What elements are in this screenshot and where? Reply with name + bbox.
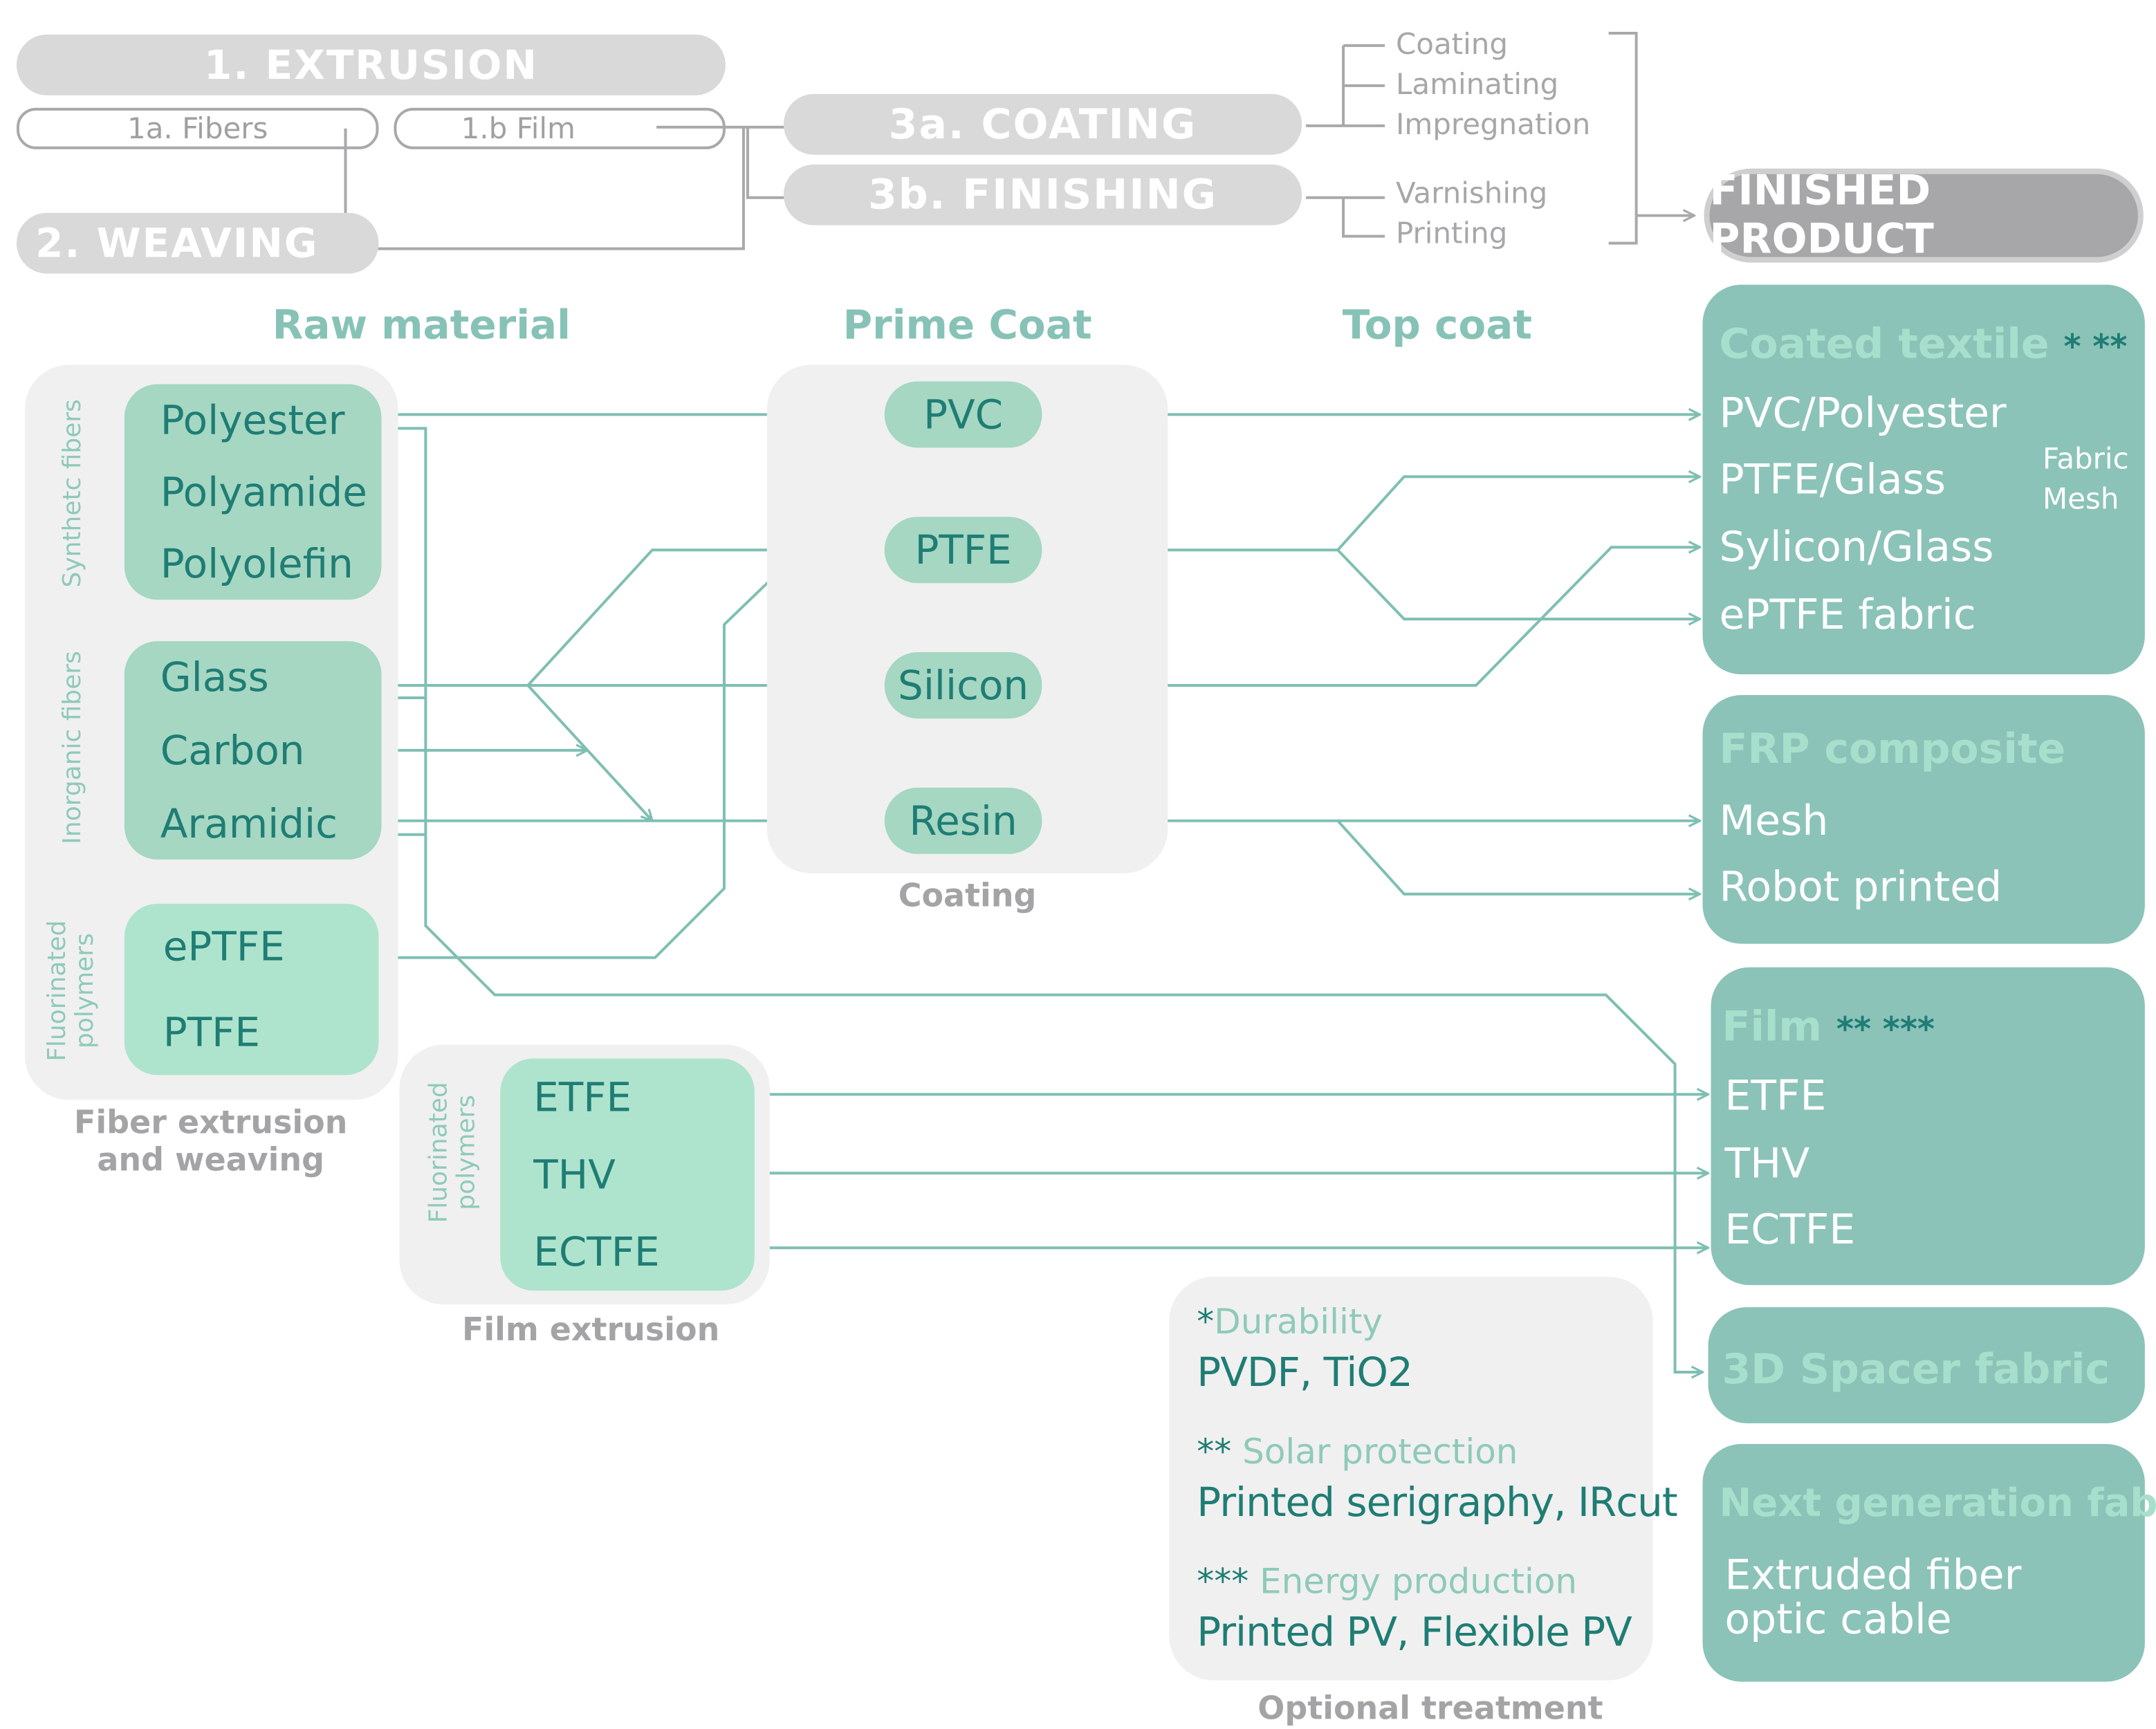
coated-textile-title: Coated textile * **	[1720, 321, 2128, 369]
coated-item-eptfe-fabric: ePTFE fabric	[1719, 591, 1976, 640]
synthetic-fibers-group: Polyester Polyamide Polyolefin	[124, 384, 382, 600]
frp-item-mesh: Mesh	[1719, 797, 1829, 846]
nextgen-item-line-1: Extruded fiber	[1724, 1551, 2022, 1600]
header-prime-coat: Prime Coat	[842, 301, 1092, 349]
nextgen-item-line-2: optic cable	[1724, 1596, 1952, 1645]
solar-label: ** Solar protection	[1197, 1432, 1518, 1472]
raw-carbon: Carbon	[160, 726, 305, 774]
frp-title: FRP composite	[1719, 725, 2066, 774]
raw-polyolefin: Polyolefin	[160, 540, 353, 588]
coating-operations: Coating Laminating Impregnation	[1396, 25, 1590, 145]
product-frp-composite: FRP composite Mesh Robot printed	[1702, 694, 2145, 944]
fiber-extrusion-caption: Fiber extrusion and weaving	[42, 1105, 380, 1180]
film-step: 1.b Film	[394, 107, 726, 149]
film-item-thv: THV	[1724, 1140, 1810, 1189]
frp-item-robot-printed: Robot printed	[1719, 863, 2002, 912]
synthetic-label-wrap: Synthetc fibers	[25, 389, 122, 597]
coat-ptfe: PTFE	[884, 517, 1042, 584]
coated-sub-mesh: Mesh	[2043, 482, 2119, 516]
energy-text: Energy production	[1260, 1561, 1578, 1602]
durability-values: PVDF, TiO2	[1197, 1349, 1413, 1396]
fluorinated-polymers-label: Fluorinated polymers	[42, 920, 100, 1062]
raw-eptfe: ePTFE	[163, 923, 285, 970]
solar-text: Solar protection	[1242, 1431, 1518, 1472]
finishing-step: 3b. FINISHING	[783, 164, 1302, 225]
coat-silicon: Silicon	[884, 652, 1042, 719]
film-stars: ** ***	[1836, 1010, 1935, 1049]
raw-polyamide: Polyamide	[160, 468, 367, 516]
film-raw-etfe: ETFE	[533, 1073, 632, 1121]
fluorinated-polymers-group: ePTFE PTFE	[124, 903, 379, 1075]
fibers-step: 1a. Fibers	[16, 107, 379, 149]
fluor-label-wrap: Fluorinated polymers	[19, 904, 125, 1078]
weaving-step: 2. WEAVING	[16, 212, 379, 274]
inorganic-fibers-group: Glass Carbon Aramidic	[124, 641, 382, 860]
film-name: Film	[1722, 1003, 1823, 1052]
coating-caption: Coating	[898, 878, 1037, 915]
inorganic-label-wrap: Inorganic fibers	[25, 644, 122, 851]
raw-glass: Glass	[160, 654, 269, 701]
raw-ptfe: PTFE	[163, 1008, 261, 1056]
durability-text: Durability	[1214, 1302, 1383, 1342]
extrusion-step: 1. EXTRUSION	[16, 34, 726, 95]
op-impregnation: Impregnation	[1395, 107, 1591, 141]
optional-treatment-panel: *Durability PVDF, TiO2 ** Solar protecti…	[1169, 1277, 1678, 1681]
raw-polyester: Polyester	[160, 396, 345, 444]
finished-product: FINISHED PRODUCT	[1704, 167, 2144, 264]
coated-item-sylicon-glass: Sylicon/Glass	[1719, 524, 1994, 573]
caption-line-1: Fiber extrusion	[73, 1105, 348, 1142]
coat-pvc: PVC	[884, 381, 1042, 448]
op-varnishing: Varnishing	[1395, 176, 1548, 210]
caption-line-2: and weaving	[97, 1143, 324, 1179]
header-raw-material: Raw material	[272, 301, 571, 349]
op-laminating: Laminating	[1395, 67, 1559, 101]
product-coated-textile: Coated textile * ** PVC/Polyester PTFE/G…	[1702, 284, 2145, 675]
film-polymers-group: ETFE THV ECTFE	[500, 1058, 755, 1291]
solar-values: Printed serigraphy, IRcut	[1197, 1478, 1677, 1526]
energy-mark: ***	[1197, 1561, 1249, 1602]
film-fluor-label-wrap: Fluorinated polymers	[409, 1064, 497, 1241]
raw-aramidic: Aramidic	[160, 799, 338, 847]
nextgen-title: Next generation fabric	[1719, 1479, 2156, 1526]
film-extrusion-caption: Film extrusion	[461, 1313, 720, 1349]
coating-step: 3a. COATING	[783, 93, 1302, 155]
energy-label: *** Energy production	[1197, 1562, 1577, 1602]
film-item-ectfe: ECTFE	[1724, 1206, 1856, 1255]
header-top-coat: Top coat	[1342, 301, 1533, 349]
product-3d-spacer-fabric: 3D Spacer fabric	[1708, 1307, 2145, 1423]
film-fluorinated-label: Fluorinated polymers	[424, 1082, 481, 1223]
spacer-title: 3D Spacer fabric	[1722, 1346, 2110, 1394]
durability-mark: *	[1197, 1302, 1215, 1342]
optional-treatment-caption: Optional treatment	[1257, 1691, 1603, 1728]
film-title: Film ** ***	[1722, 1004, 1935, 1052]
product-film: Film ** *** ETFE THV ECTFE	[1711, 967, 2145, 1286]
solar-mark: **	[1197, 1431, 1232, 1472]
coated-sub-fabric: Fabric	[2043, 442, 2129, 476]
coated-textile-stars: * **	[2063, 327, 2128, 367]
inorganic-fibers-label: Inorganic fibers	[57, 651, 87, 844]
synthetic-fibers-label: Synthetc fibers	[57, 399, 87, 588]
finishing-operations: Varnishing Printing	[1396, 174, 1547, 255]
op-coating: Coating	[1395, 27, 1509, 61]
coat-resin: Resin	[884, 787, 1042, 854]
durability-label: *Durability	[1197, 1302, 1383, 1342]
film-raw-ectfe: ECTFE	[533, 1228, 660, 1276]
energy-values: Printed PV, Flexible PV	[1197, 1608, 1632, 1656]
coated-item-ptfe-glass: PTFE/Glass	[1719, 456, 1946, 505]
product-next-generation: Next generation fabric Extruded fiber op…	[1702, 1443, 2156, 1682]
film-raw-thv: THV	[533, 1151, 616, 1199]
coated-item-pvc-polyester: PVC/Polyester	[1719, 389, 2007, 438]
film-item-etfe: ETFE	[1724, 1072, 1827, 1121]
op-printing: Printing	[1395, 216, 1508, 250]
coated-textile-name: Coated textile	[1719, 320, 2049, 369]
